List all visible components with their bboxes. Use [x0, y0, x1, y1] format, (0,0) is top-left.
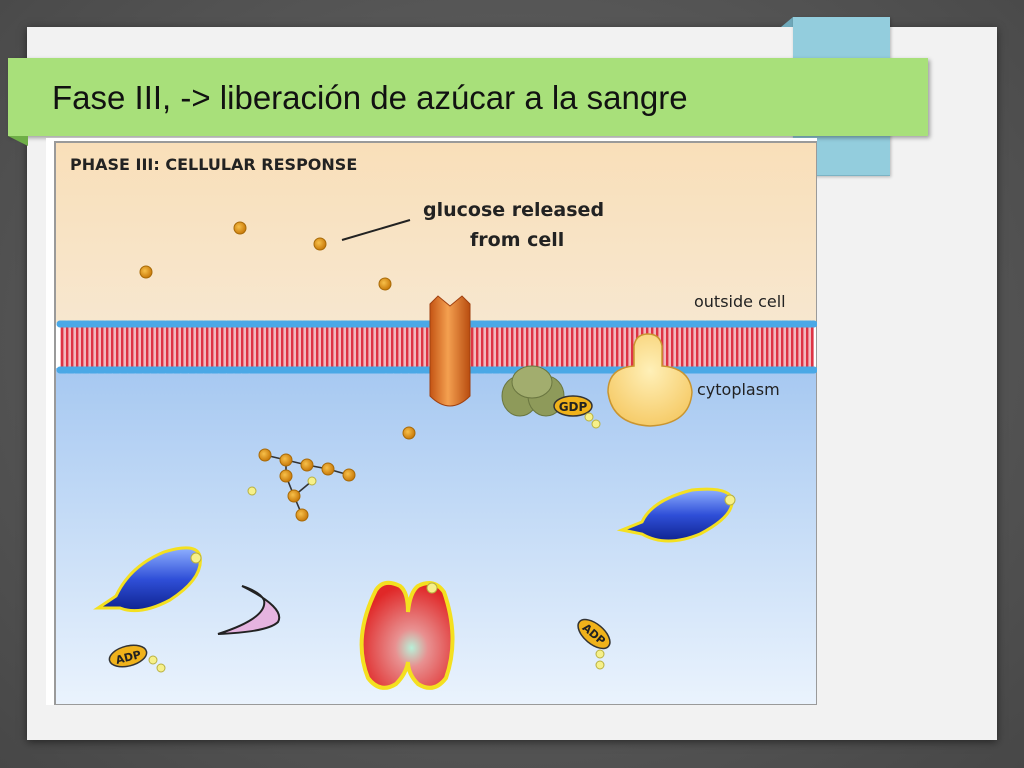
glucose-molecule [378, 277, 392, 291]
glucose-molecule [313, 237, 327, 251]
title-bar [8, 58, 928, 136]
slide-title: Fase III, -> liberación de azúcar a la s… [52, 79, 688, 116]
adp-label-left: ADP [114, 648, 142, 667]
glucose-pointer-line [341, 219, 411, 241]
glucose-molecule [233, 221, 247, 235]
blue-enzyme-right [616, 487, 736, 543]
adenylyl-cyclase [607, 333, 693, 427]
blue-enzyme-left [93, 546, 202, 613]
tab-fold [781, 17, 793, 27]
adp-molecule-left: ADP [108, 644, 166, 673]
outside-cell-region [56, 143, 816, 323]
glucose-molecule [139, 265, 153, 279]
g-protein [501, 365, 565, 417]
figure-border [54, 141, 817, 705]
cell-diagram-svg: PHASE III: CELLULAR RESPONSE glucose rel… [46, 138, 817, 705]
cell-response-figure: PHASE III: CELLULAR RESPONSE glucose rel… [46, 138, 817, 705]
cytoplasm-label: cytoplasm [697, 380, 780, 399]
cytoplasm-glucose-molecule [402, 426, 416, 440]
outside-cell-label: outside cell [694, 292, 786, 311]
gdp-label: GDP [559, 400, 588, 414]
red-protein-kinase [359, 580, 455, 690]
released-glucose-molecules [139, 221, 392, 291]
glucose-label-line1: glucose released [423, 199, 604, 221]
glycogen-chain [247, 448, 356, 522]
gdp-molecule: GDP [553, 395, 601, 429]
glucose-transporter-channel [429, 295, 471, 407]
title-fold [8, 136, 28, 146]
diagram-heading: PHASE III: CELLULAR RESPONSE [70, 155, 357, 174]
pink-crescent-protein [217, 585, 281, 635]
glucose-label-line2: from cell [470, 229, 564, 251]
